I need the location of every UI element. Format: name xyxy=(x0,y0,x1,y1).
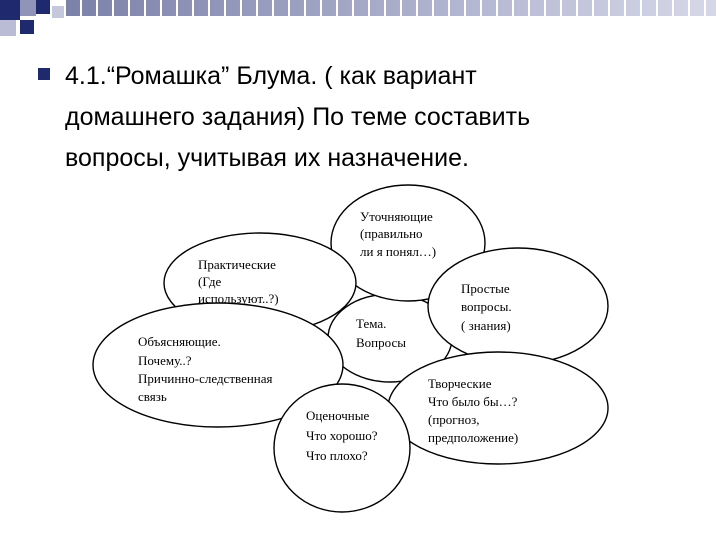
petal-creative-line-4: предположение) xyxy=(428,430,518,445)
bullet-text: 4.1.“Ромашка” Блума. ( как вариант домаш… xyxy=(65,56,695,179)
petal-explaining-line-3: Причинно-следственная xyxy=(138,371,273,386)
petal-simple-line-2: вопросы. xyxy=(461,299,512,314)
deco-square xyxy=(20,20,34,34)
petal-evaluative: Оценочные Что хорошо? Что плохо? xyxy=(273,383,411,513)
bullet-line-2: домашнего задания) По теме составить xyxy=(65,103,531,131)
center-line-1: Тема. xyxy=(356,316,386,331)
petal-creative-line-3: (прогноз, xyxy=(428,412,479,427)
petal-practical-line-2: (Где xyxy=(198,274,221,289)
petal-practical-line-3: используют..?) xyxy=(198,291,279,306)
petal-explaining-line-2: Почему..? xyxy=(138,353,192,368)
petal-creative: Творческие Что было бы…? (прогноз, предп… xyxy=(387,351,609,465)
header-decoration xyxy=(0,0,720,40)
petal-simple: Простые вопросы. ( знания) xyxy=(427,247,609,365)
petal-explaining: Объясняющие. Почему..? Причинно-следстве… xyxy=(92,302,344,428)
petal-evaluative-line-1: Оценочные xyxy=(306,408,369,423)
bullet-line-3: вопросы, учитывая их назначение. xyxy=(65,144,469,172)
center-line-2: Вопросы xyxy=(356,335,406,350)
petal-explaining-line-1: Объясняющие. xyxy=(138,334,221,349)
petal-practical-line-1: Практические xyxy=(198,257,276,272)
bullet-line-1: 4.1.“Ромашка” Блума. ( как вариант xyxy=(65,62,477,90)
deco-square xyxy=(0,20,16,36)
petal-clarifying-line-1: Уточняющие xyxy=(360,209,433,224)
petal-creative-line-2: Что было бы…? xyxy=(428,394,518,409)
petal-simple-line-1: Простые xyxy=(461,281,510,296)
deco-square xyxy=(36,0,50,14)
square-bullet-icon xyxy=(38,68,50,80)
deco-square xyxy=(0,0,20,20)
deco-square xyxy=(52,6,64,18)
petal-explaining-line-4: связь xyxy=(138,389,167,404)
deco-grid xyxy=(66,0,716,16)
petal-evaluative-line-3: Что плохо? xyxy=(306,448,368,463)
petal-simple-line-3: ( знания) xyxy=(461,318,511,333)
petal-clarifying-line-3: ли я понял…) xyxy=(360,244,436,259)
deco-square xyxy=(20,0,36,16)
petal-clarifying-line-2: (правильно xyxy=(360,226,423,241)
petal-evaluative-line-2: Что хорошо? xyxy=(306,428,378,443)
petal-creative-line-1: Творческие xyxy=(428,376,492,391)
